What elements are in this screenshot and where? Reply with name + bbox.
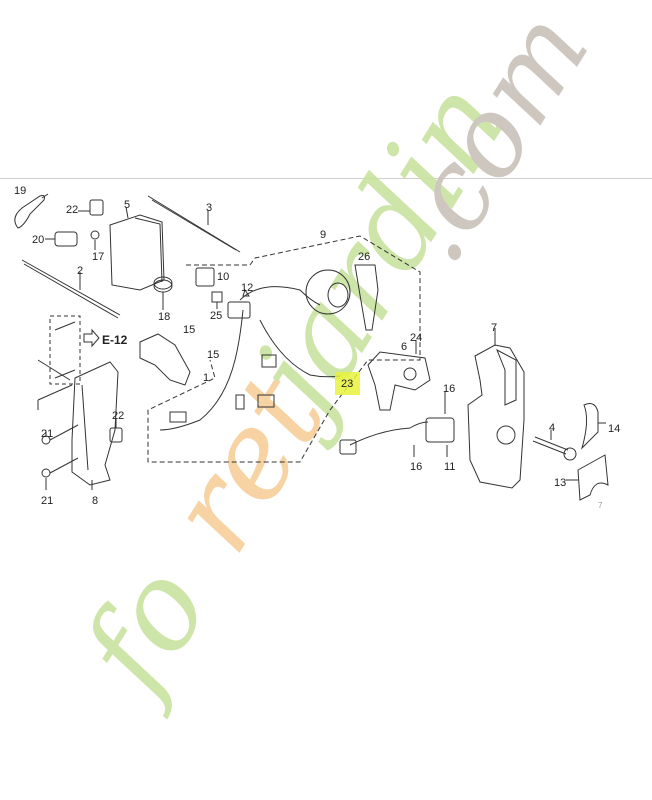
part-label-23[interactable]: 23 (341, 378, 354, 390)
watermark: fo ret jardin .com (52, 0, 613, 722)
part-label-4[interactable]: 4 (549, 422, 556, 434)
part-label-10[interactable]: 10 (217, 271, 230, 283)
highlighted-part-23[interactable] (335, 372, 360, 395)
part-label-25[interactable]: 25 (210, 310, 223, 322)
part-label-18[interactable]: 18 (158, 311, 171, 323)
part-label-12[interactable]: 12 (241, 282, 254, 294)
part-label-17[interactable]: 17 (92, 251, 105, 263)
page-divider (0, 178, 652, 179)
page-mark-7: 7 (598, 501, 603, 510)
part-label-16[interactable]: 16 (410, 461, 423, 473)
svg-text:fo: fo (52, 543, 236, 722)
part-label-20[interactable]: 20 (32, 234, 45, 246)
part-label-3[interactable]: 3 (206, 202, 213, 214)
part-label-9[interactable]: 9 (320, 229, 327, 241)
part-label-8[interactable]: 8 (92, 495, 99, 507)
part-label-7[interactable]: 7 (491, 322, 498, 334)
part-label-5[interactable]: 5 (124, 199, 131, 211)
part-label-16[interactable]: 16 (443, 383, 456, 395)
part-label-13[interactable]: 13 (554, 477, 567, 489)
part-label-19[interactable]: 19 (14, 185, 27, 197)
part-label-21[interactable]: 21 (41, 428, 54, 440)
part-label-15[interactable]: 15 (207, 349, 220, 361)
part-label-26[interactable]: 26 (358, 251, 371, 263)
part-label-22[interactable]: 22 (66, 204, 79, 216)
reference-e12[interactable]: E-12 (102, 333, 128, 347)
part-label-11[interactable]: 11 (444, 461, 456, 473)
part-label-6[interactable]: 6 (401, 341, 408, 353)
part-label-22[interactable]: 22 (112, 410, 125, 422)
part-label-14[interactable]: 14 (608, 423, 621, 435)
part-label-1[interactable]: 1 (203, 372, 210, 384)
part-label-15[interactable]: 15 (183, 324, 196, 336)
part-label-21[interactable]: 21 (41, 495, 54, 507)
part-label-24[interactable]: 24 (410, 332, 423, 344)
part-label-2[interactable]: 2 (77, 265, 84, 277)
